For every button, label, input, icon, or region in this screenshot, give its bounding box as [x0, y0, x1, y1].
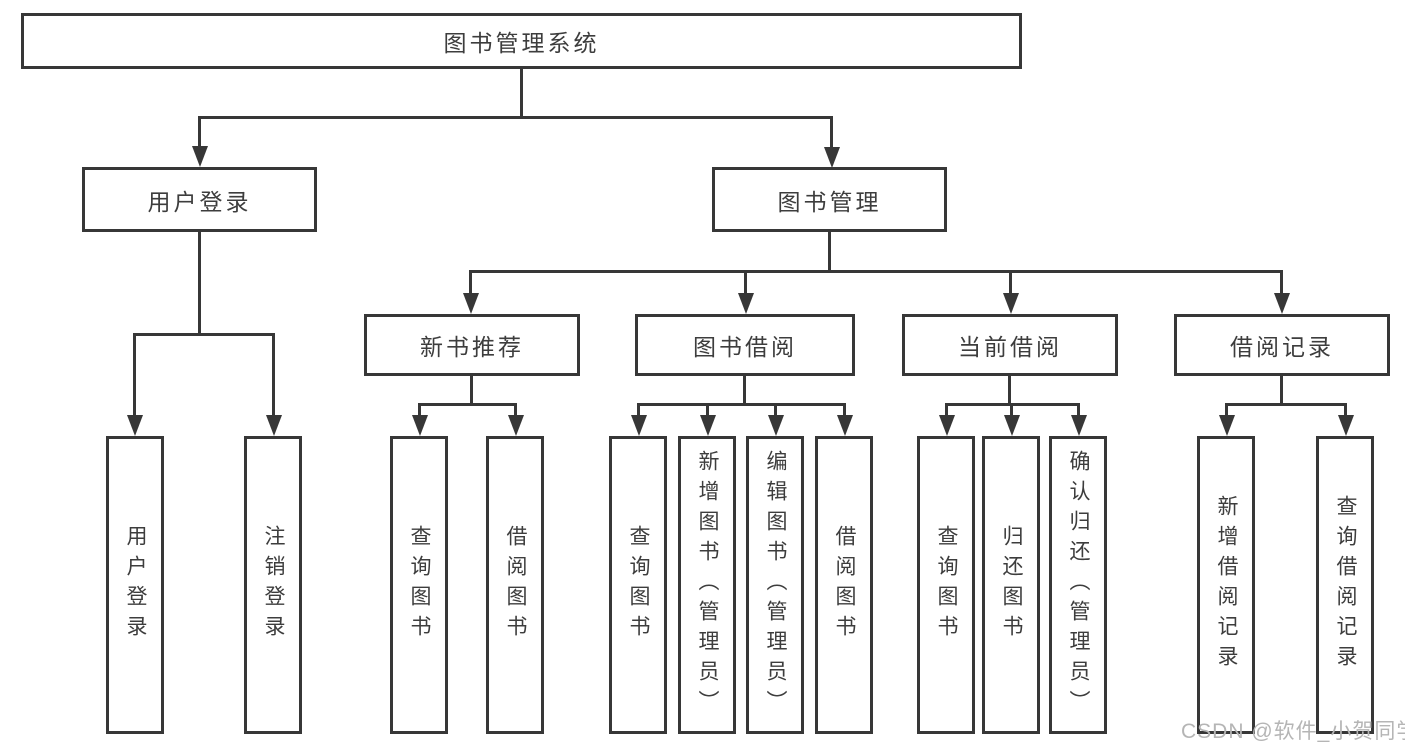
connector-records-drop-1 [1225, 403, 1228, 417]
connector-userlogin-bar [133, 333, 275, 336]
leaf-borrow-add-books-admin: 新增图书（管理员） [678, 436, 736, 734]
arrowhead-icon [463, 293, 479, 314]
connector-userlogin-drop-1 [133, 333, 136, 416]
csdn-watermark: CSDN @软件_小贺同学 [1181, 720, 1405, 743]
connector-current-drop-1 [945, 403, 948, 417]
arrowhead-icon [508, 415, 524, 436]
connector-current-drop-3 [1077, 403, 1080, 417]
connector-root-stem [520, 69, 523, 118]
arrowhead-icon [127, 415, 143, 436]
arrowhead-icon [939, 415, 955, 436]
node-current-borrow: 当前借阅 [902, 314, 1118, 376]
connector-records-stem [1280, 376, 1283, 406]
arrowhead-icon [412, 415, 428, 436]
node-book-borrow: 图书借阅 [635, 314, 855, 376]
leaf-current-return-books: 归还图书 [982, 436, 1040, 734]
connector-newbook-drop-2 [514, 403, 517, 417]
connector-borrow-bar [637, 403, 846, 406]
connector-borrow-drop-4 [843, 403, 846, 417]
arrowhead-icon [631, 415, 647, 436]
connector-current-drop-2 [1010, 403, 1013, 417]
connector-bookmgmt-drop-2 [744, 270, 747, 295]
leaf-records-add-record: 新增借阅记录 [1197, 436, 1255, 734]
leaf-borrow-borrow-books: 借阅图书 [815, 436, 873, 734]
connector-bookmgmt-bar [469, 270, 1283, 273]
connector-borrow-drop-2 [706, 403, 709, 417]
connector-root-drop-right [830, 116, 833, 148]
connector-bookmgmt-stem [828, 232, 831, 273]
arrowhead-icon [1071, 415, 1087, 436]
connector-bookmgmt-drop-4 [1280, 270, 1283, 295]
arrowhead-icon [1219, 415, 1235, 436]
node-new-book-recommend: 新书推荐 [364, 314, 580, 376]
node-user-login: 用户登录 [82, 167, 317, 232]
connector-newbook-drop-1 [418, 403, 421, 417]
leaf-current-confirm-return-admin: 确认归还（管理员） [1049, 436, 1107, 734]
connector-records-drop-2 [1344, 403, 1347, 417]
connector-records-bar [1225, 403, 1347, 406]
leaf-newbook-borrow-books: 借阅图书 [486, 436, 544, 734]
node-book-management: 图书管理 [712, 167, 947, 232]
connector-borrow-stem [743, 376, 746, 406]
leaf-records-query-record: 查询借阅记录 [1316, 436, 1374, 734]
connector-borrow-drop-1 [637, 403, 640, 417]
connector-root-bar [198, 116, 833, 119]
leaf-current-query-books: 查询图书 [917, 436, 975, 734]
connector-userlogin-drop-2 [272, 333, 275, 416]
arrowhead-icon [1274, 293, 1290, 314]
arrowhead-icon [837, 415, 853, 436]
connector-root-drop-left [198, 116, 201, 148]
arrowhead-icon [1338, 415, 1354, 436]
arrowhead-icon [1004, 415, 1020, 436]
connector-bookmgmt-drop-1 [469, 270, 472, 295]
arrowhead-icon [700, 415, 716, 436]
node-root: 图书管理系统 [21, 13, 1022, 69]
node-borrow-records: 借阅记录 [1174, 314, 1390, 376]
leaf-user-login: 用户登录 [106, 436, 164, 734]
arrowhead-icon [824, 147, 840, 168]
connector-current-stem [1008, 376, 1011, 406]
connector-borrow-drop-3 [774, 403, 777, 417]
connector-newbook-bar [418, 403, 517, 406]
connector-userlogin-stem [198, 232, 201, 336]
connector-bookmgmt-drop-3 [1009, 270, 1012, 295]
arrowhead-icon [192, 146, 208, 167]
leaf-borrow-edit-books-admin: 编辑图书（管理员） [746, 436, 804, 734]
arrowhead-icon [738, 293, 754, 314]
leaf-newbook-query-books: 查询图书 [390, 436, 448, 734]
arrowhead-icon [768, 415, 784, 436]
leaf-borrow-query-books: 查询图书 [609, 436, 667, 734]
connector-newbook-stem [470, 376, 473, 406]
arrowhead-icon [1003, 293, 1019, 314]
arrowhead-icon [266, 415, 282, 436]
leaf-logout: 注销登录 [244, 436, 302, 734]
